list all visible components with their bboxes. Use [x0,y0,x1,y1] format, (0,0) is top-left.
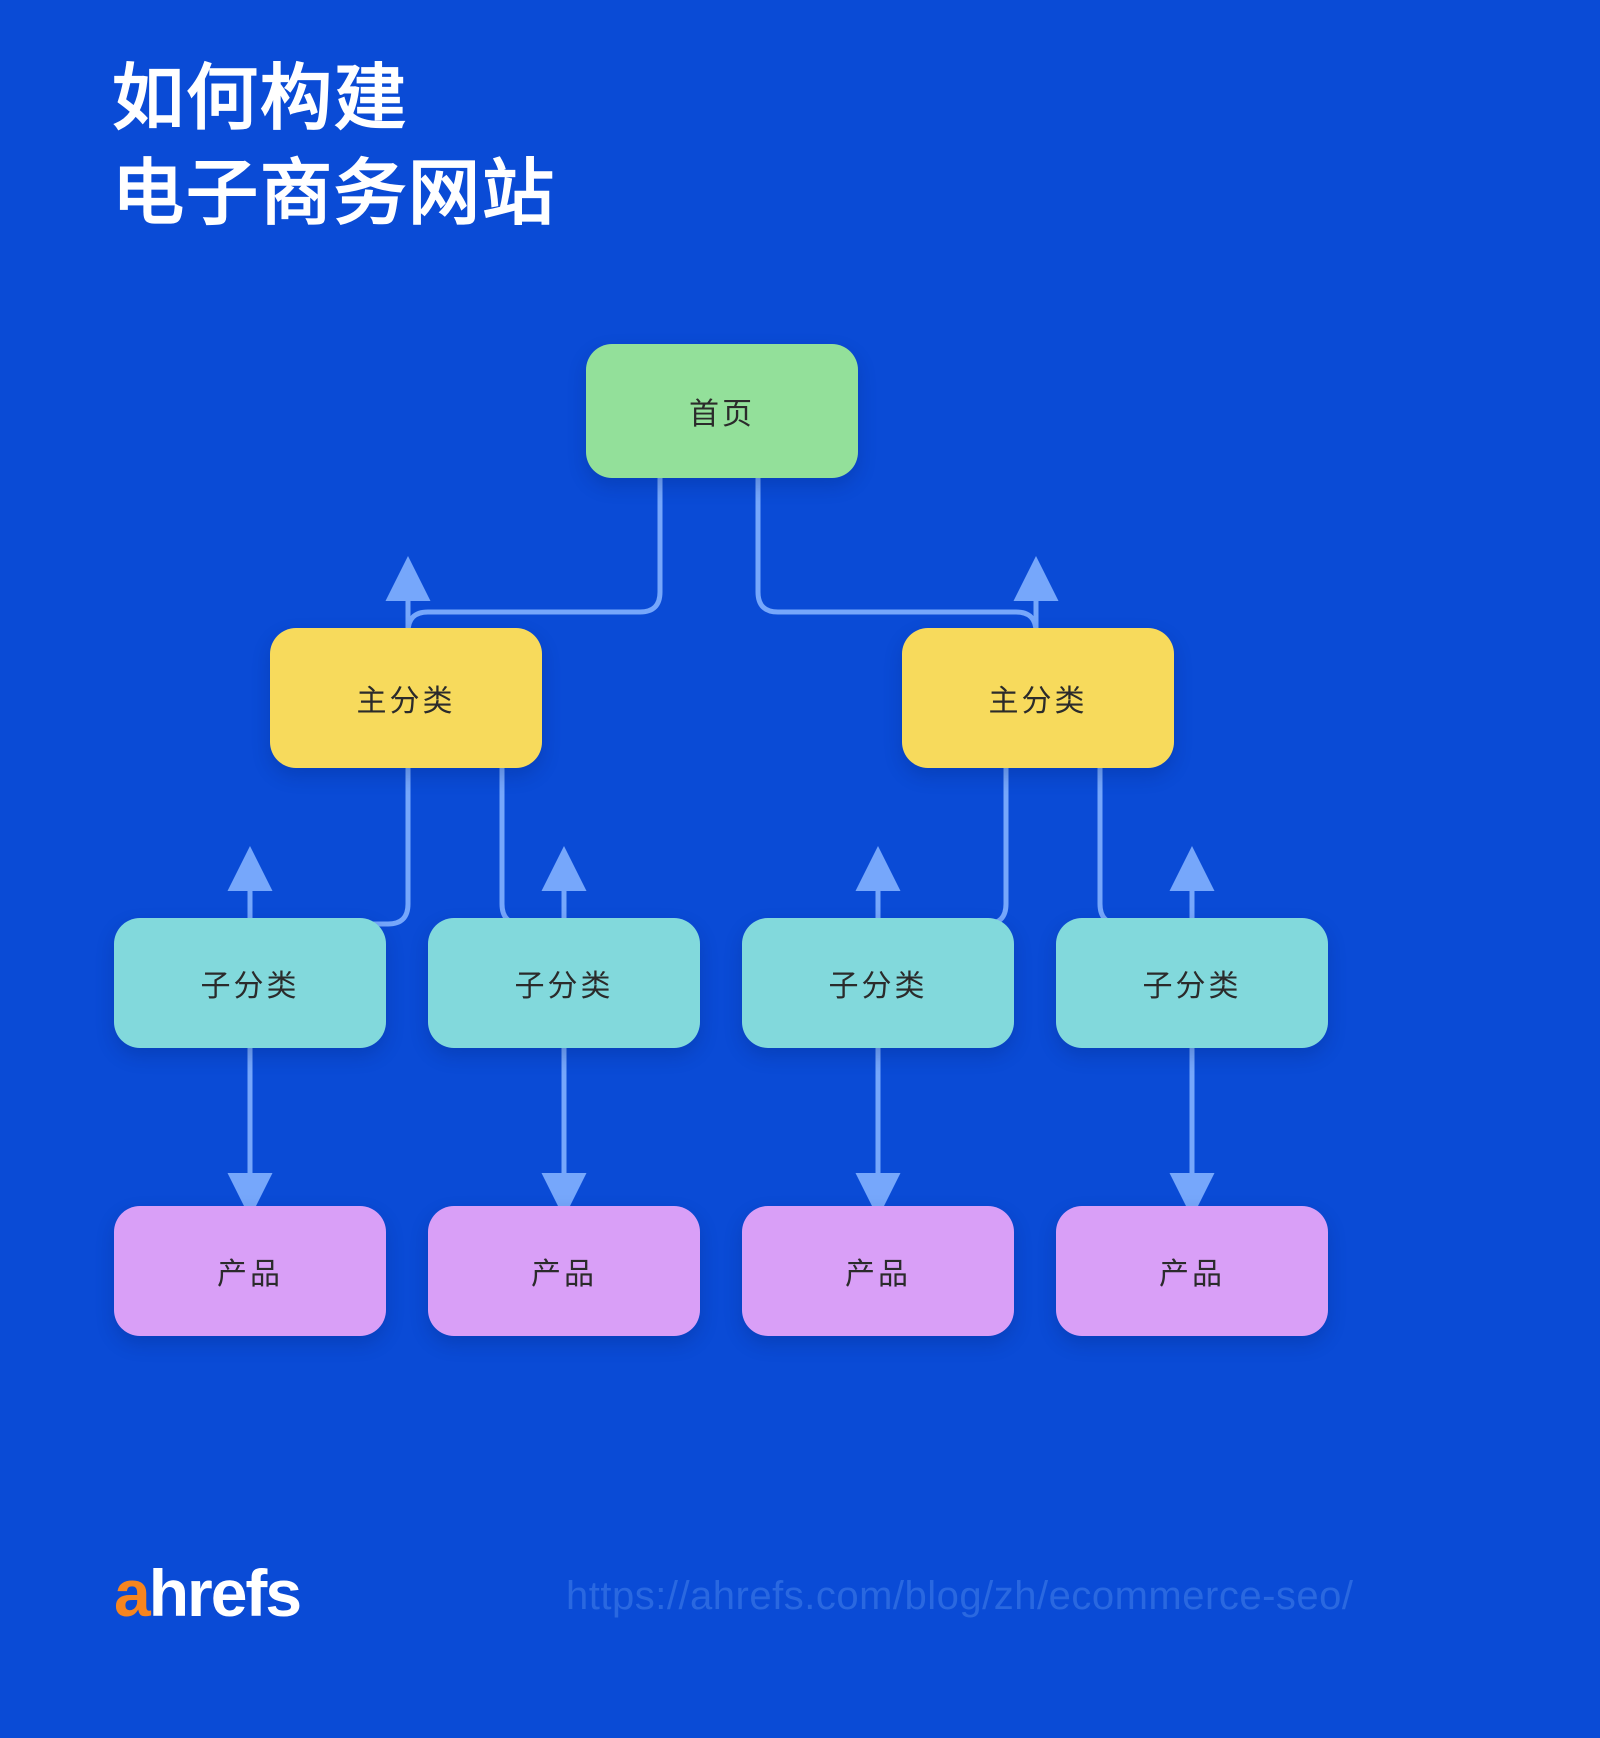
edge-home-cat1 [385,478,663,633]
node-product-2[interactable]: 产品 [428,1206,700,1336]
node-main-category-1-label: 主分类 [356,685,456,718]
node-product-1[interactable]: 产品 [114,1206,386,1336]
node-main-category-2-label: 主分类 [988,685,1088,718]
node-product-2-label: 产品 [531,1258,597,1291]
ahrefs-logo: ahrefs [114,1560,302,1626]
node-main-category-1[interactable]: 主分类 [270,628,542,768]
node-product-1-label: 产品 [217,1258,283,1291]
node-main-category-2[interactable]: 主分类 [902,628,1174,768]
node-product-3-label: 产品 [845,1258,911,1291]
node-sub-category-1-label: 子分类 [200,970,300,1003]
source-url: https://ahrefs.com/blog/zh/ecommerce-seo… [566,1574,1354,1618]
node-sub-category-4[interactable]: 子分类 [1056,918,1328,1048]
node-home-label: 首页 [689,398,755,431]
ahrefs-logo-accent: a [114,1556,151,1630]
node-product-3[interactable]: 产品 [742,1206,1014,1336]
node-sub-category-1[interactable]: 子分类 [114,918,386,1048]
node-home[interactable]: 首页 [586,344,858,478]
node-sub-category-2[interactable]: 子分类 [428,918,700,1048]
node-sub-category-3-label: 子分类 [828,970,928,1003]
node-sub-category-3[interactable]: 子分类 [742,918,1014,1048]
ahrefs-logo-text: hrefs [148,1556,302,1630]
node-sub-category-4-label: 子分类 [1142,970,1242,1003]
node-product-4-label: 产品 [1159,1258,1225,1291]
node-sub-category-2-label: 子分类 [514,970,614,1003]
page-title: 如何构建 电子商务网站 [112,59,557,235]
node-product-4[interactable]: 产品 [1056,1206,1328,1336]
edge-home-cat2 [755,478,1059,633]
footer: ahrefs https://ahrefs.com/blog/zh/ecomme… [0,1560,1600,1680]
